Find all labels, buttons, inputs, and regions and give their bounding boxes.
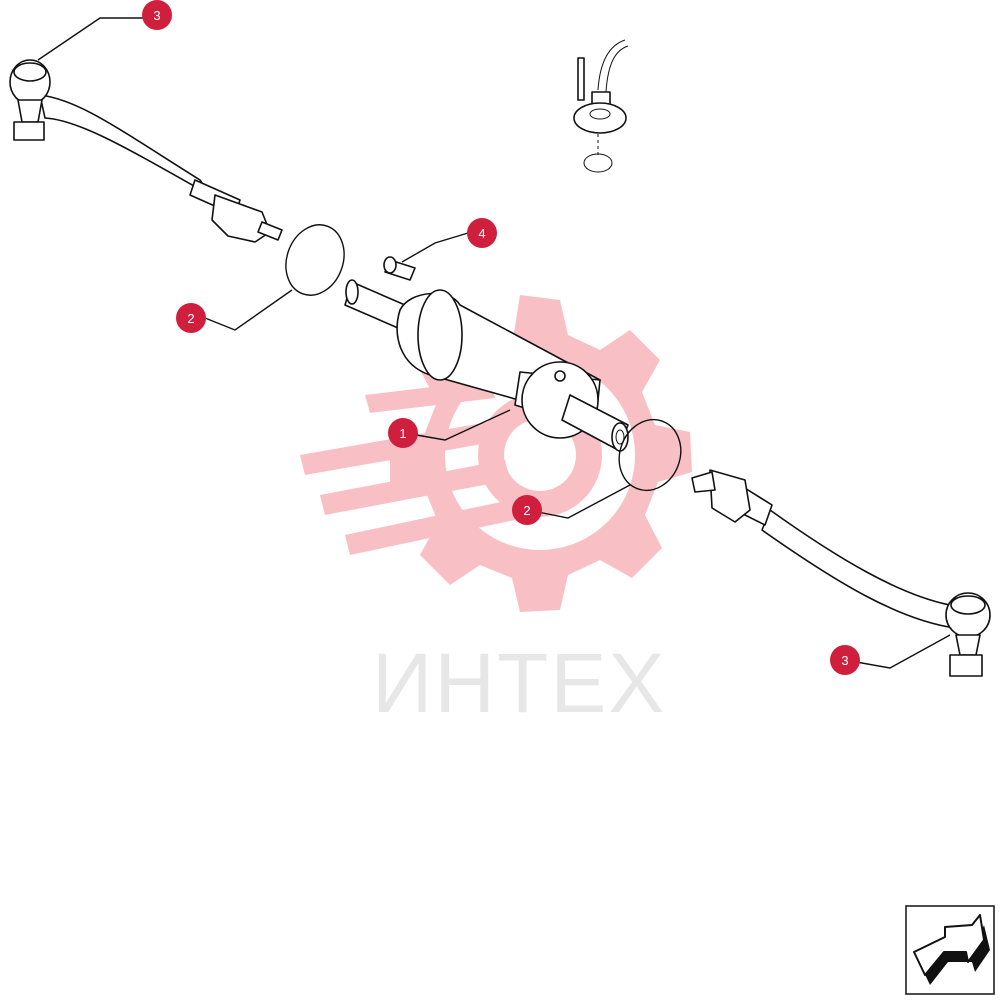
sensor-detail [573,39,629,173]
watermark-text: ИНТЕХ [372,636,666,730]
callout-1[interactable]: 1 [388,418,418,448]
callout-label: 3 [153,8,160,23]
o-ring-left [285,224,345,296]
tie-rod-right [691,469,991,677]
o-ring-right [618,418,682,492]
callout-label: 2 [187,311,194,326]
tie-rod-left [9,59,283,243]
callout-label: 2 [523,503,530,518]
callout-2-left[interactable]: 2 [176,303,206,333]
callout-label: 4 [478,226,485,241]
callout-label: 1 [399,426,406,441]
next-page-arrow-icon [913,914,990,985]
callout-3-top-left[interactable]: 3 [142,0,172,30]
bolt [383,256,416,281]
leader-lines [37,17,951,669]
callout-4[interactable]: 4 [467,218,497,248]
callout-label: 3 [841,653,848,668]
callout-3-bottom-right[interactable]: 3 [830,645,860,675]
callout-2-right[interactable]: 2 [512,495,542,525]
steering-cylinder [344,279,629,452]
next-page-button[interactable] [905,905,995,995]
